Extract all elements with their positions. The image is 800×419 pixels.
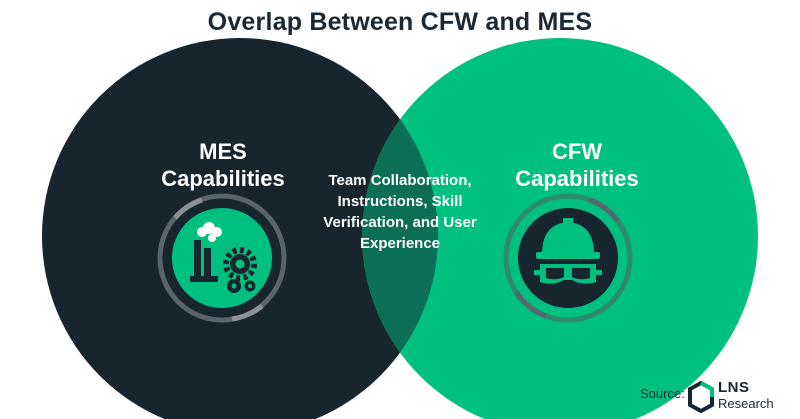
hexagon-logo-icon: [688, 381, 714, 413]
overlap-capabilities-text: Team Collaboration, Instructions, Skill …: [323, 172, 477, 252]
diagram-title: Overlap Between CFW and MES: [207, 8, 593, 36]
source-label: Source:: [640, 386, 685, 401]
cfw-capabilities-label: CFW Capabilities: [515, 139, 639, 191]
mes-capabilities-label: MES Capabilities: [161, 139, 285, 191]
logo-subtitle: Research: [718, 396, 774, 411]
factory-gears-icon: [157, 193, 287, 323]
hard-hat-goggles-icon: [503, 193, 633, 323]
logo-name: LNS: [718, 379, 750, 396]
